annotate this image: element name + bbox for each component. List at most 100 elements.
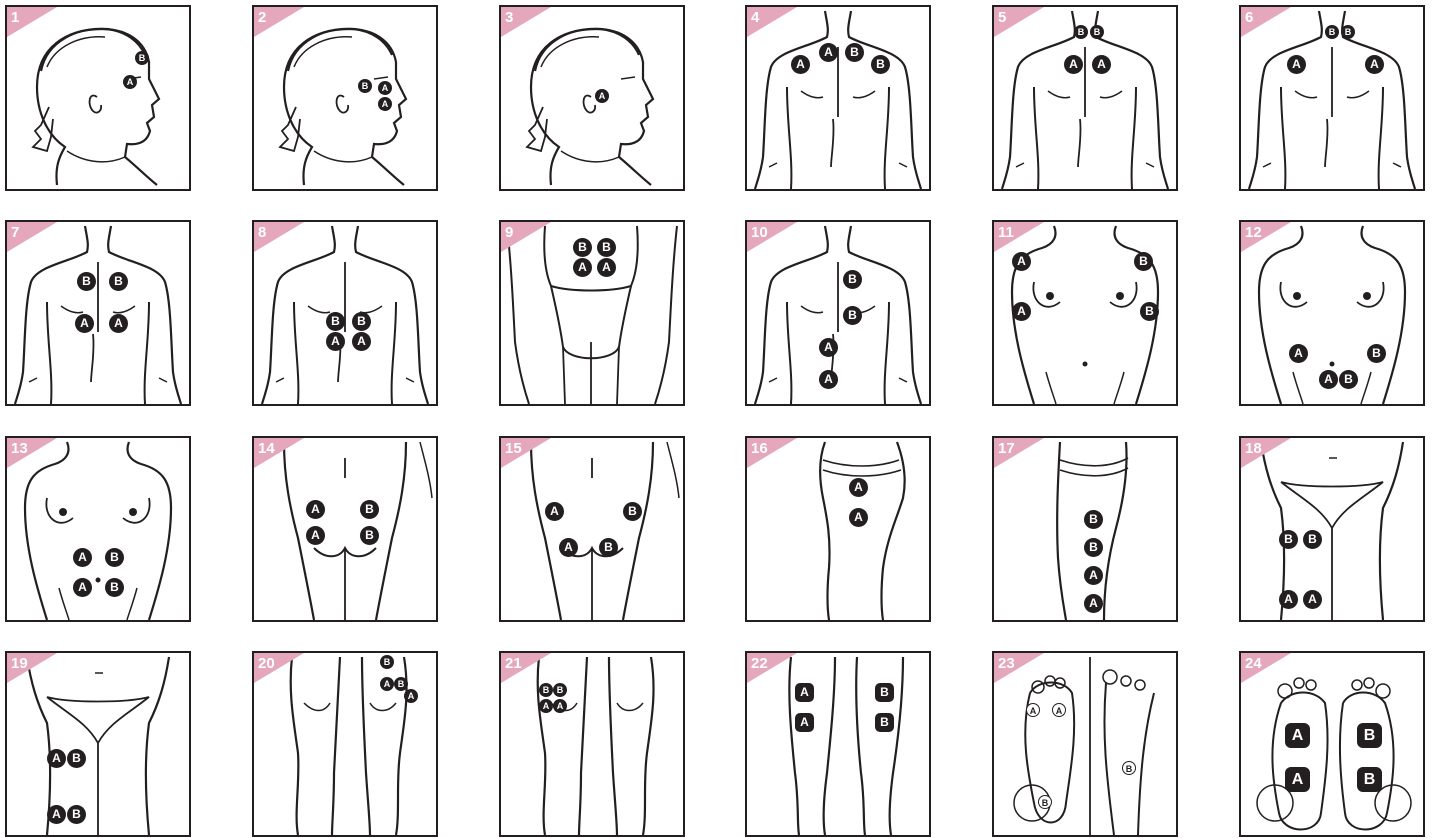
electrode-pad-a: A xyxy=(595,89,609,103)
electrode-pad-b: B xyxy=(67,749,86,768)
electrode-pad-a: A xyxy=(109,314,128,333)
electrode-pad-b: B xyxy=(597,238,616,257)
electrode-pad-b: B xyxy=(135,51,149,65)
electrode-pad-a: A xyxy=(573,258,592,277)
electrode-pad-a: A xyxy=(1084,566,1103,585)
placement-panel-23: 23AABB xyxy=(992,651,1178,837)
panel-number: 15 xyxy=(505,440,522,457)
electrode-pad-a: A xyxy=(795,713,814,732)
electrode-pad-a: A xyxy=(553,699,567,713)
panel-number: 1 xyxy=(11,9,19,26)
electrode-pad-a: A xyxy=(1285,723,1310,748)
electrode-pad-b: B xyxy=(1038,795,1052,809)
electrode-pad-a: A xyxy=(539,699,553,713)
electrode-pad-b: B xyxy=(352,312,371,331)
electrode-pad-b: B xyxy=(1134,252,1153,271)
electrode-pad-b: B xyxy=(1122,761,1136,775)
electrode-pad-b: B xyxy=(394,677,408,691)
electrode-pad-b: B xyxy=(1325,25,1339,39)
electrode-pad-b: B xyxy=(539,683,553,697)
electrode-pad-a: A xyxy=(819,43,838,62)
electrode-pad-a: A xyxy=(1064,55,1083,74)
electrode-pad-a: A xyxy=(306,500,325,519)
electrode-pad-a: A xyxy=(819,338,838,357)
electrode-pad-a: A xyxy=(1092,55,1111,74)
electrode-pad-a: A xyxy=(123,75,137,89)
electrode-pad-a: A xyxy=(73,548,92,567)
panel-number: 21 xyxy=(505,655,522,672)
panel-number: 17 xyxy=(998,440,1015,457)
electrode-pad-a: A xyxy=(795,683,814,702)
electrode-pad-b: B xyxy=(360,526,379,545)
electrode-pad-a: A xyxy=(73,578,92,597)
electrode-pad-a: A xyxy=(47,749,66,768)
electrode-pad-a: A xyxy=(1012,302,1031,321)
electrode-pad-b: B xyxy=(871,55,890,74)
electrode-pad-a: A xyxy=(545,502,564,521)
panel-number: 10 xyxy=(751,224,768,241)
electrode-pad-a: A xyxy=(1319,370,1338,389)
electrode-pad-b: B xyxy=(105,578,124,597)
panel-number: 16 xyxy=(751,440,768,457)
panel-number: 7 xyxy=(11,224,19,241)
electrode-pad-a: A xyxy=(849,478,868,497)
placement-panel-24: 24ABAB xyxy=(1239,651,1425,837)
electrode-pad-a: A xyxy=(1052,703,1066,717)
panel-number: 5 xyxy=(998,9,1006,26)
electrode-pad-a: A xyxy=(1289,344,1308,363)
placement-panel-5: 5BBAA xyxy=(992,5,1178,191)
electrode-pad-b: B xyxy=(1303,530,1322,549)
electrode-pad-b: B xyxy=(1084,538,1103,557)
panel-number: 19 xyxy=(11,655,28,672)
electrode-pad-a: A xyxy=(559,538,578,557)
electrode-pad-b: B xyxy=(1140,302,1159,321)
panel-number: 4 xyxy=(751,9,759,26)
placement-panel-7: 7BBAA xyxy=(5,220,191,406)
electrode-pad-a: A xyxy=(1012,252,1031,271)
electrode-pad-b: B xyxy=(77,272,96,291)
electrode-pad-b: B xyxy=(845,43,864,62)
electrode-pad-a: A xyxy=(378,97,392,111)
electrode-pad-b: B xyxy=(326,312,345,331)
panel-number: 12 xyxy=(1245,224,1262,241)
placement-panel-3: 3A xyxy=(499,5,685,191)
panel-number: 8 xyxy=(258,224,266,241)
electrode-pad-b: B xyxy=(358,79,372,93)
electrode-pad-b: B xyxy=(1084,510,1103,529)
panel-number: 2 xyxy=(258,9,266,26)
electrode-pad-b: B xyxy=(875,713,894,732)
electrode-pad-a: A xyxy=(306,526,325,545)
electrode-pad-b: B xyxy=(1339,370,1358,389)
panel-number: 23 xyxy=(998,655,1015,672)
electrode-pad-b: B xyxy=(1357,723,1382,748)
panel-number: 13 xyxy=(11,440,28,457)
electrode-pad-a: A xyxy=(326,332,345,351)
electrode-pad-b: B xyxy=(109,272,128,291)
panel-number: 9 xyxy=(505,224,513,241)
electrode-pad-a: A xyxy=(380,677,394,691)
electrode-pad-a: A xyxy=(352,332,371,351)
panel-number: 14 xyxy=(258,440,275,457)
electrode-pad-b: B xyxy=(843,270,862,289)
electrode-pad-a: A xyxy=(819,370,838,389)
electrode-pad-a: A xyxy=(1279,590,1298,609)
placement-panel-1: 1BA xyxy=(5,5,191,191)
electrode-pad-b: B xyxy=(553,683,567,697)
electrode-pad-b: B xyxy=(1357,767,1382,792)
panel-number: 24 xyxy=(1245,655,1262,672)
electrode-pad-b: B xyxy=(875,683,894,702)
panel-number: 22 xyxy=(751,655,768,672)
electrode-pad-b: B xyxy=(1341,25,1355,39)
